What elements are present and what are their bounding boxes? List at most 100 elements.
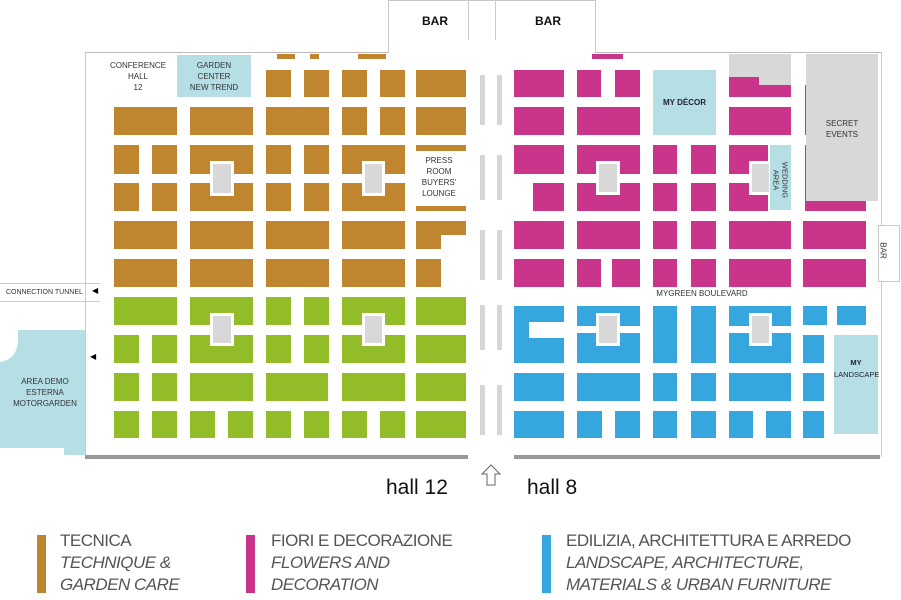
stand-flowers[interactable] [691, 221, 716, 249]
stand-technique-green[interactable] [114, 297, 177, 325]
stand-technique-green[interactable] [380, 411, 405, 438]
garden-center-new-trend[interactable]: GARDEN CENTER NEW TREND [177, 55, 251, 97]
stand-technique-green[interactable] [416, 373, 466, 401]
stand-technique[interactable] [342, 107, 367, 135]
stand-technique-green[interactable] [114, 373, 139, 401]
stand-landscape[interactable] [729, 373, 791, 401]
stand-landscape[interactable] [766, 411, 791, 438]
stand-landscape[interactable] [691, 373, 716, 401]
stand-flowers[interactable] [514, 70, 564, 97]
connection-tunnel[interactable]: CONNECTION TUNNEL ◀ [0, 283, 100, 302]
conference-hall-12[interactable]: CONFERENCE HALL 12 [102, 60, 174, 93]
stand-technique[interactable] [380, 107, 405, 135]
stand-technique[interactable] [152, 145, 177, 174]
stand-flowers[interactable] [514, 145, 564, 174]
stand-flowers[interactable] [577, 259, 601, 287]
stand-technique[interactable] [416, 259, 441, 287]
stand-technique[interactable] [266, 259, 329, 287]
stand-flowers[interactable] [759, 85, 791, 97]
stand-flowers[interactable] [514, 221, 564, 249]
my-landscape-area[interactable]: MY LANDSCAPE [834, 335, 879, 434]
stand-landscape[interactable] [514, 411, 564, 438]
stand-technique-green[interactable] [304, 297, 329, 325]
stand-flowers[interactable] [592, 54, 623, 59]
stand-technique[interactable] [266, 70, 291, 97]
stand-technique-green[interactable] [228, 411, 253, 438]
stand-flowers[interactable] [533, 183, 564, 211]
stand-flowers[interactable] [729, 77, 759, 97]
stand-technique[interactable] [342, 221, 405, 249]
stand-flowers[interactable] [615, 70, 640, 97]
stand-flowers[interactable] [653, 221, 677, 249]
stand-flowers[interactable] [729, 221, 791, 249]
wedding-area[interactable]: WEDDING AREA [770, 145, 791, 210]
stand-landscape[interactable] [653, 411, 677, 438]
stand-technique[interactable] [114, 221, 177, 249]
stand-flowers[interactable] [612, 259, 640, 287]
stand-landscape[interactable] [514, 373, 564, 401]
stand-technique[interactable] [114, 259, 177, 287]
stand-technique[interactable] [416, 107, 466, 135]
stand-technique[interactable] [277, 54, 295, 59]
stand-technique[interactable] [416, 206, 466, 211]
stand-technique[interactable] [310, 54, 319, 59]
stand-technique-green[interactable] [190, 411, 215, 438]
press-room-buyers-lounge[interactable]: PRESS ROOM BUYERS' LOUNGE [416, 155, 462, 199]
stand-technique[interactable] [266, 107, 329, 135]
stand-landscape[interactable] [577, 373, 640, 401]
stand-technique[interactable] [416, 70, 466, 97]
stand-technique[interactable] [380, 70, 405, 97]
stand-technique[interactable] [342, 70, 367, 97]
stand-flowers[interactable] [803, 221, 866, 249]
stand-technique-green[interactable] [416, 297, 466, 325]
stand-technique-green[interactable] [190, 373, 253, 401]
stand-flowers[interactable] [803, 259, 866, 287]
stand-technique-green[interactable] [266, 411, 291, 438]
stand-technique[interactable] [342, 259, 405, 287]
stand-landscape[interactable] [803, 411, 824, 438]
stand-technique[interactable] [304, 183, 329, 211]
stand-flowers[interactable] [653, 145, 677, 174]
stand-landscape[interactable] [803, 306, 827, 325]
stand-technique[interactable] [114, 107, 177, 135]
my-decor-area[interactable]: MY DÉCOR [653, 70, 716, 135]
stand-flowers[interactable] [691, 183, 716, 211]
stand-flowers[interactable] [577, 107, 640, 135]
stand-landscape[interactable] [514, 338, 564, 363]
stand-technique-green[interactable] [114, 411, 139, 438]
stand-flowers[interactable] [653, 259, 677, 287]
stand-technique[interactable] [416, 145, 466, 151]
stand-technique-green[interactable] [416, 335, 466, 363]
stand-flowers[interactable] [577, 221, 640, 249]
stand-landscape[interactable] [653, 373, 677, 401]
stand-landscape[interactable] [729, 411, 753, 438]
stand-technique[interactable] [266, 183, 291, 211]
stand-technique-green[interactable] [304, 335, 329, 363]
stand-flowers[interactable] [805, 201, 866, 211]
stand-landscape[interactable] [653, 306, 677, 363]
stand-landscape[interactable] [691, 306, 716, 363]
stand-technique[interactable] [358, 54, 386, 59]
stand-landscape[interactable] [803, 373, 824, 401]
stand-technique-green[interactable] [342, 411, 367, 438]
stand-technique-green[interactable] [152, 335, 177, 363]
stand-technique[interactable] [152, 183, 177, 211]
stand-flowers[interactable] [653, 183, 677, 211]
stand-landscape[interactable] [803, 335, 824, 363]
stand-flowers[interactable] [729, 259, 791, 287]
stand-technique-green[interactable] [266, 335, 291, 363]
stand-technique[interactable] [416, 221, 466, 235]
stand-technique[interactable] [190, 107, 253, 135]
stand-landscape[interactable] [837, 306, 866, 325]
stand-technique[interactable] [416, 235, 441, 249]
mygreen-boulevard[interactable]: MYGREEN BOULEVARD [552, 288, 852, 299]
stand-technique-green[interactable] [266, 373, 328, 401]
stand-technique[interactable] [114, 183, 139, 211]
stand-flowers[interactable] [729, 107, 791, 135]
stand-technique[interactable] [266, 221, 329, 249]
stand-technique-green[interactable] [152, 373, 177, 401]
stand-technique-green[interactable] [152, 411, 177, 438]
stand-technique[interactable] [266, 145, 291, 174]
stand-technique-green[interactable] [114, 335, 139, 363]
stand-technique[interactable] [114, 145, 139, 174]
